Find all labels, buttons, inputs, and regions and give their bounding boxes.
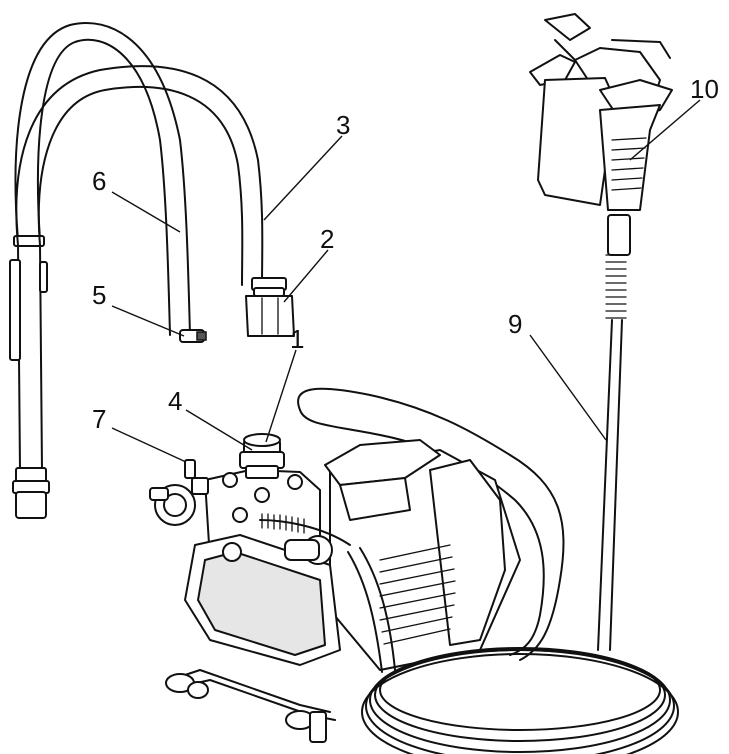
suction-hose [15, 65, 295, 337]
callout-2: 2 [320, 224, 334, 254]
leader-5 [111, 305, 185, 337]
callout-9: 9 [508, 309, 522, 339]
leader-2 [283, 249, 329, 303]
leader-3 [263, 135, 343, 221]
suction-tube [9, 21, 191, 519]
leader-9 [529, 334, 607, 441]
leader-1 [265, 349, 297, 443]
callout-10: 10 [690, 74, 719, 104]
callout-7: 7 [92, 404, 106, 434]
callout-5: 5 [92, 280, 106, 310]
leader-7 [111, 427, 187, 463]
high-pressure-hose [347, 214, 679, 754]
return-hose [179, 329, 207, 343]
leader-4 [185, 409, 253, 451]
spray-gun [529, 13, 673, 211]
sprayer-pump-unit [149, 387, 565, 743]
callout-6: 6 [92, 166, 106, 196]
leader-lines [111, 99, 701, 463]
leader-10 [629, 99, 701, 161]
callout-labels: 1 2 3 4 5 6 7 9 10 [92, 74, 719, 434]
callout-1: 1 [290, 324, 304, 354]
leader-6 [111, 191, 181, 233]
callout-4: 4 [168, 386, 182, 416]
callout-3: 3 [336, 110, 350, 140]
